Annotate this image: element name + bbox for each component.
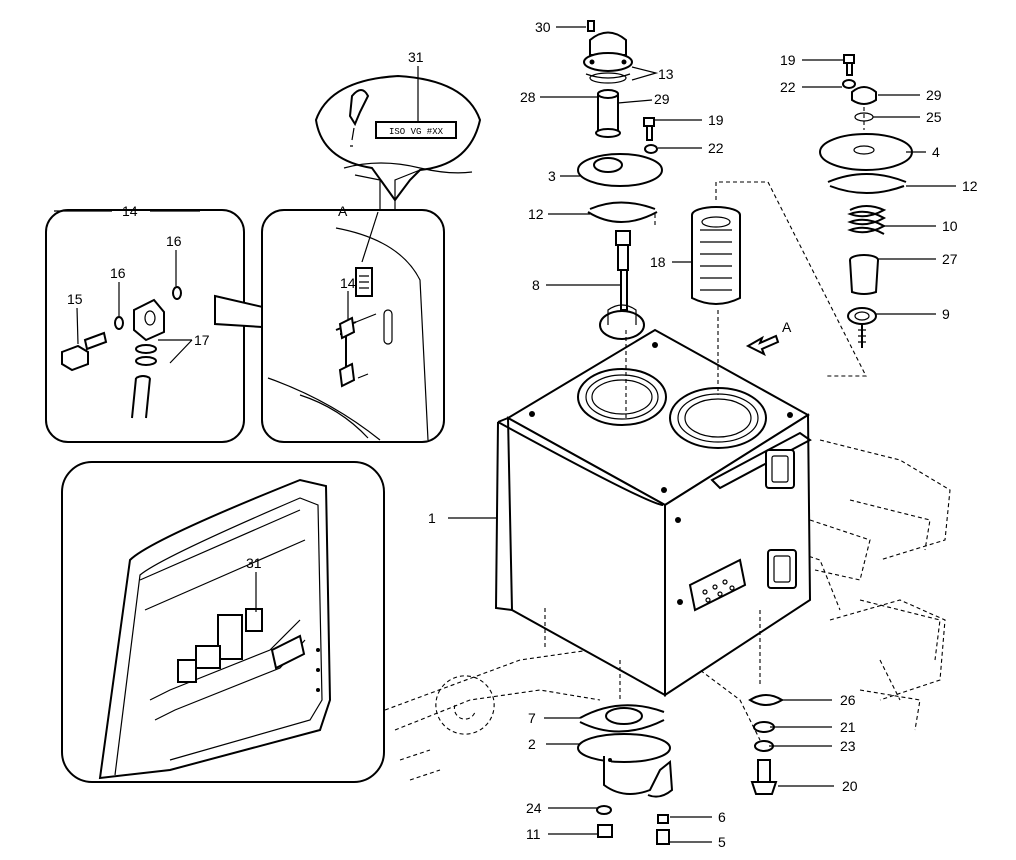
leader-dashes	[544, 100, 867, 700]
bottom-assembly	[577, 694, 784, 845]
label-29-right: 29	[926, 87, 942, 103]
label-27: 27	[942, 251, 958, 267]
label-a-arrow: A	[782, 319, 792, 335]
filter-element	[691, 206, 741, 305]
label-22-right: 22	[780, 79, 796, 95]
label-11: 11	[526, 826, 541, 842]
label-23: 23	[840, 738, 856, 754]
door-detail-box	[61, 461, 385, 783]
detail-box-a	[261, 209, 445, 443]
label-9: 9	[942, 306, 950, 322]
label-31-upper: 31	[408, 49, 424, 65]
label-30: 30	[535, 19, 551, 35]
label-16-right: 16	[166, 233, 182, 249]
leader-lines	[54, 26, 956, 843]
detail-box-14	[45, 209, 245, 443]
label-16-left: 16	[110, 265, 126, 281]
label-21: 21	[840, 719, 856, 735]
label-14-detail: 14	[340, 275, 356, 291]
label-12-center: 12	[528, 206, 544, 222]
right-valve-assembly	[819, 54, 913, 348]
label-17: 17	[194, 332, 210, 348]
bolt-19-upper	[643, 117, 658, 154]
label-13: 13	[658, 66, 674, 82]
label-6: 6	[718, 809, 726, 825]
label-2: 2	[528, 736, 536, 752]
label-15: 15	[67, 291, 83, 307]
label-12-right: 12	[962, 178, 978, 194]
label-3: 3	[548, 168, 556, 184]
label-4: 4	[932, 144, 940, 160]
label-1: 1	[428, 510, 436, 526]
label-18: 18	[650, 254, 666, 270]
label-a-detail: A	[338, 203, 348, 219]
label-19-center: 19	[708, 112, 724, 128]
label-26: 26	[840, 692, 856, 708]
label-19-right: 19	[780, 52, 796, 68]
label-24: 24	[526, 800, 542, 816]
label-5: 5	[718, 834, 726, 850]
view-arrow-a	[745, 334, 780, 357]
plate-text: ISO VG #XX	[389, 127, 444, 137]
hydraulic-tank	[494, 328, 812, 697]
label-14-box: 14	[122, 203, 138, 219]
label-31-door: 31	[246, 555, 262, 571]
label-25: 25	[926, 109, 942, 125]
breather-assembly	[577, 20, 663, 340]
label-8: 8	[532, 277, 540, 293]
part-number-labels: 30 13 28 29 19 22 3 12 8 18 19 22 29 25 …	[67, 19, 978, 850]
label-7: 7	[528, 710, 536, 726]
label-29-upper: 29	[654, 91, 670, 107]
plate-detail-callout: ISO VG #XX	[314, 74, 482, 211]
label-28: 28	[520, 89, 536, 105]
label-20: 20	[842, 778, 858, 794]
label-22-center: 22	[708, 140, 724, 156]
label-10: 10	[942, 218, 958, 234]
